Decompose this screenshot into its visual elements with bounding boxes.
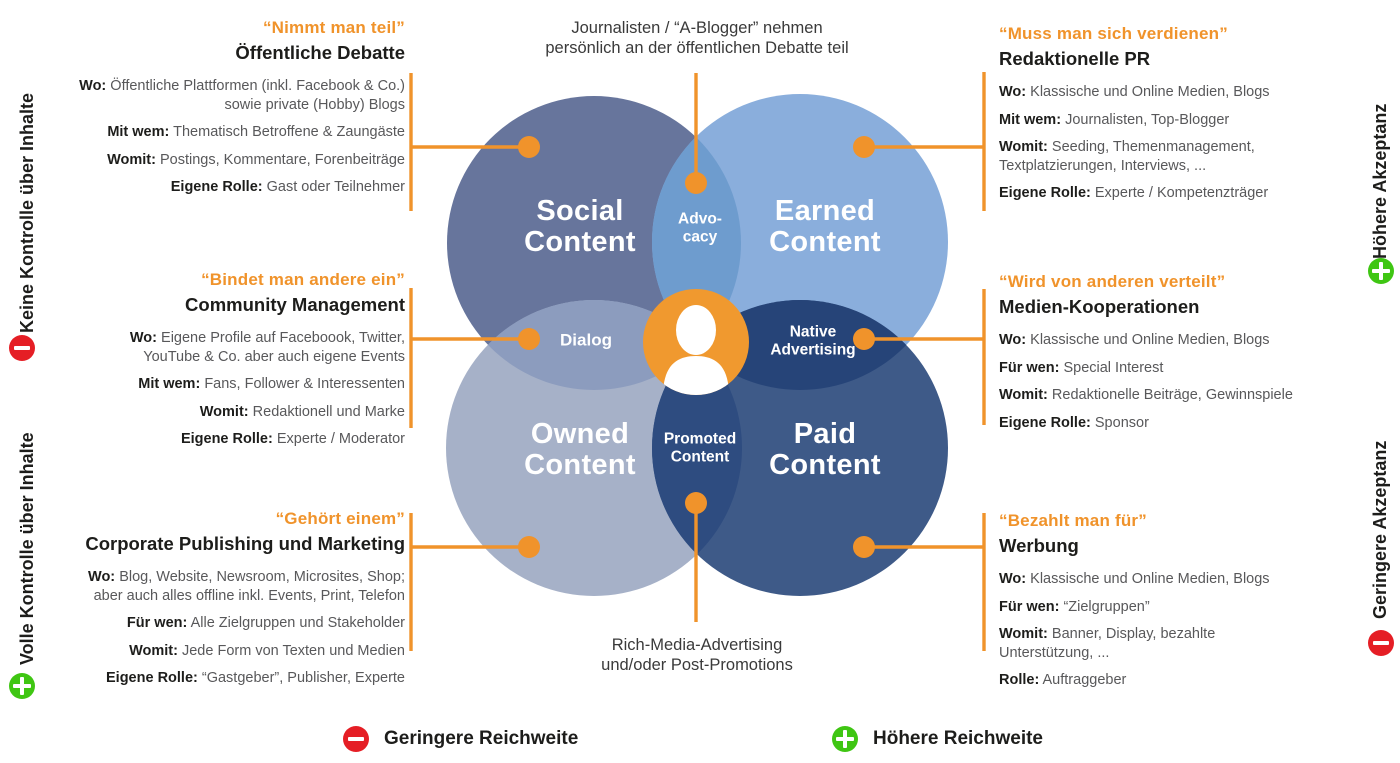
block-werbung: “Bezahlt man für” Werbung Wo: Klassische… xyxy=(999,511,1299,699)
connector-dots xyxy=(518,136,875,558)
detail-row: Womit: Redaktionell und Marke xyxy=(199,403,405,420)
bottom-note: Rich-Media-Advertising und/oder Post-Pro… xyxy=(477,636,917,675)
block-quote: “Bezahlt man für” xyxy=(999,511,1147,530)
detail-row: Für wen: Alle Zielgruppen und Stakeholde… xyxy=(126,615,405,631)
block-medien-kooperationen: “Wird von anderen verteilt” Medien-Koope… xyxy=(999,272,1344,441)
connector-lines xyxy=(409,72,986,651)
legend-hoehere-reichweite: Höhere Reichweite xyxy=(832,726,1043,752)
detail-row: Wo: Klassische und Online Medien, Blogs xyxy=(999,571,1270,587)
legend-label: Geringere Reichweite xyxy=(384,728,579,749)
detail-row: Wo: Klassische und Online Medien, Blogs xyxy=(999,84,1270,100)
block-community-management: “Bindet man andere ein” Community Manage… xyxy=(75,270,405,458)
detail-row: Eigene Rolle: Sponsor xyxy=(999,414,1149,431)
block-redaktionelle-pr: “Muss man sich verdienen” Redaktionelle … xyxy=(999,24,1344,212)
axis-label-keine-kontrolle: Keine Kontrolle über Inhalte xyxy=(17,92,37,333)
minus-icon xyxy=(343,726,369,752)
detail-row: Mit wem: Thematisch Betroffene & Zaungäs… xyxy=(107,124,405,140)
plus-icon xyxy=(1368,258,1394,284)
legend-geringere-reichweite: Geringere Reichweite xyxy=(343,726,578,752)
detail-row: Wo: Öffentliche Plattformen (inkl. Faceb… xyxy=(79,78,405,113)
axis-label-hoehere-akzeptanz: Höhere Akzeptanz xyxy=(1370,103,1390,259)
person-icon xyxy=(663,305,729,395)
detail-row: Eigene Rolle: Gast oder Teilnehmer xyxy=(170,179,405,195)
plus-icon xyxy=(9,673,35,699)
block-title: Werbung xyxy=(999,535,1079,556)
top-note-line1: Journalisten / “A-Blogger” nehmen xyxy=(571,19,823,37)
legend-label: Höhere Reichweite xyxy=(873,728,1043,749)
axis-label-volle-kontrolle: Volle Kontrolle über Inhalte xyxy=(17,432,37,665)
plus-icon xyxy=(832,726,858,752)
detail-row: Womit: Redaktionelle Beiträge, Gewinnspi… xyxy=(999,387,1293,403)
detail-row: Womit: Jede Form von Texten und Medien xyxy=(129,642,405,659)
block-corporate-publishing: “Gehört einem” Corporate Publishing und … xyxy=(33,509,405,697)
block-quote: “Nimmt man teil” xyxy=(262,18,405,37)
block-title: Community Management xyxy=(185,294,405,315)
detail-row: Womit: Banner, Display, bezahlte Unterst… xyxy=(999,626,1216,661)
detail-row: Wo: Blog, Website, Newsroom, Microsites,… xyxy=(88,569,405,604)
advocacy-label: Advo-cacy xyxy=(678,210,722,246)
dialog-label: Dialog xyxy=(560,330,612,350)
minus-icon xyxy=(9,335,35,361)
top-note: Journalisten / “A-Blogger” nehmen persön… xyxy=(477,19,917,58)
detail-row: Eigene Rolle: Experte / Kompetenzträger xyxy=(999,185,1269,201)
block-title: Medien-Kooperationen xyxy=(999,296,1200,317)
axis-label-geringere-akzeptanz: Geringere Akzeptanz xyxy=(1370,440,1390,619)
block-title: Corporate Publishing und Marketing xyxy=(85,533,405,554)
detail-row: Eigene Rolle: Experte / Moderator xyxy=(180,431,405,447)
detail-row: Wo: Klassische und Online Medien, Blogs xyxy=(999,332,1270,348)
block-quote: “Muss man sich verdienen” xyxy=(999,24,1228,43)
detail-row: Mit wem: Fans, Follower & Interessenten xyxy=(138,376,405,392)
block-oeffentliche-debatte: “Nimmt man teil” Öffentliche Debatte Wo:… xyxy=(35,18,405,206)
detail-row: Rolle: Auftraggeber xyxy=(999,672,1127,688)
detail-row: Für wen: Special Interest xyxy=(999,359,1164,376)
bottom-note-line2: und/oder Post-Promotions xyxy=(601,655,793,674)
detail-row: Womit: Postings, Kommentare, Forenbeiträ… xyxy=(107,151,405,168)
block-title: Öffentliche Debatte xyxy=(235,42,405,63)
block-quote: “Gehört einem” xyxy=(275,509,405,528)
block-quote: “Bindet man andere ein” xyxy=(201,270,405,289)
block-title: Redaktionelle PR xyxy=(999,48,1151,69)
minus-icon xyxy=(1368,630,1394,656)
bottom-note-line1: Rich-Media-Advertising xyxy=(611,636,783,654)
block-quote: “Wird von anderen verteilt” xyxy=(999,272,1226,291)
detail-row: Mit wem: Journalisten, Top-Blogger xyxy=(999,111,1230,128)
detail-row: Womit: Seeding, Themenmanagement, Textpl… xyxy=(999,139,1255,174)
top-note-line2: persönlich an der öffentlichen Debatte t… xyxy=(545,38,849,57)
detail-row: Für wen: “Zielgruppen” xyxy=(999,598,1150,615)
detail-row: Wo: Eigene Profile auf Faceboook, Twitte… xyxy=(129,330,405,365)
detail-row: Eigene Rolle: “Gastgeber”, Publisher, Ex… xyxy=(106,670,405,686)
